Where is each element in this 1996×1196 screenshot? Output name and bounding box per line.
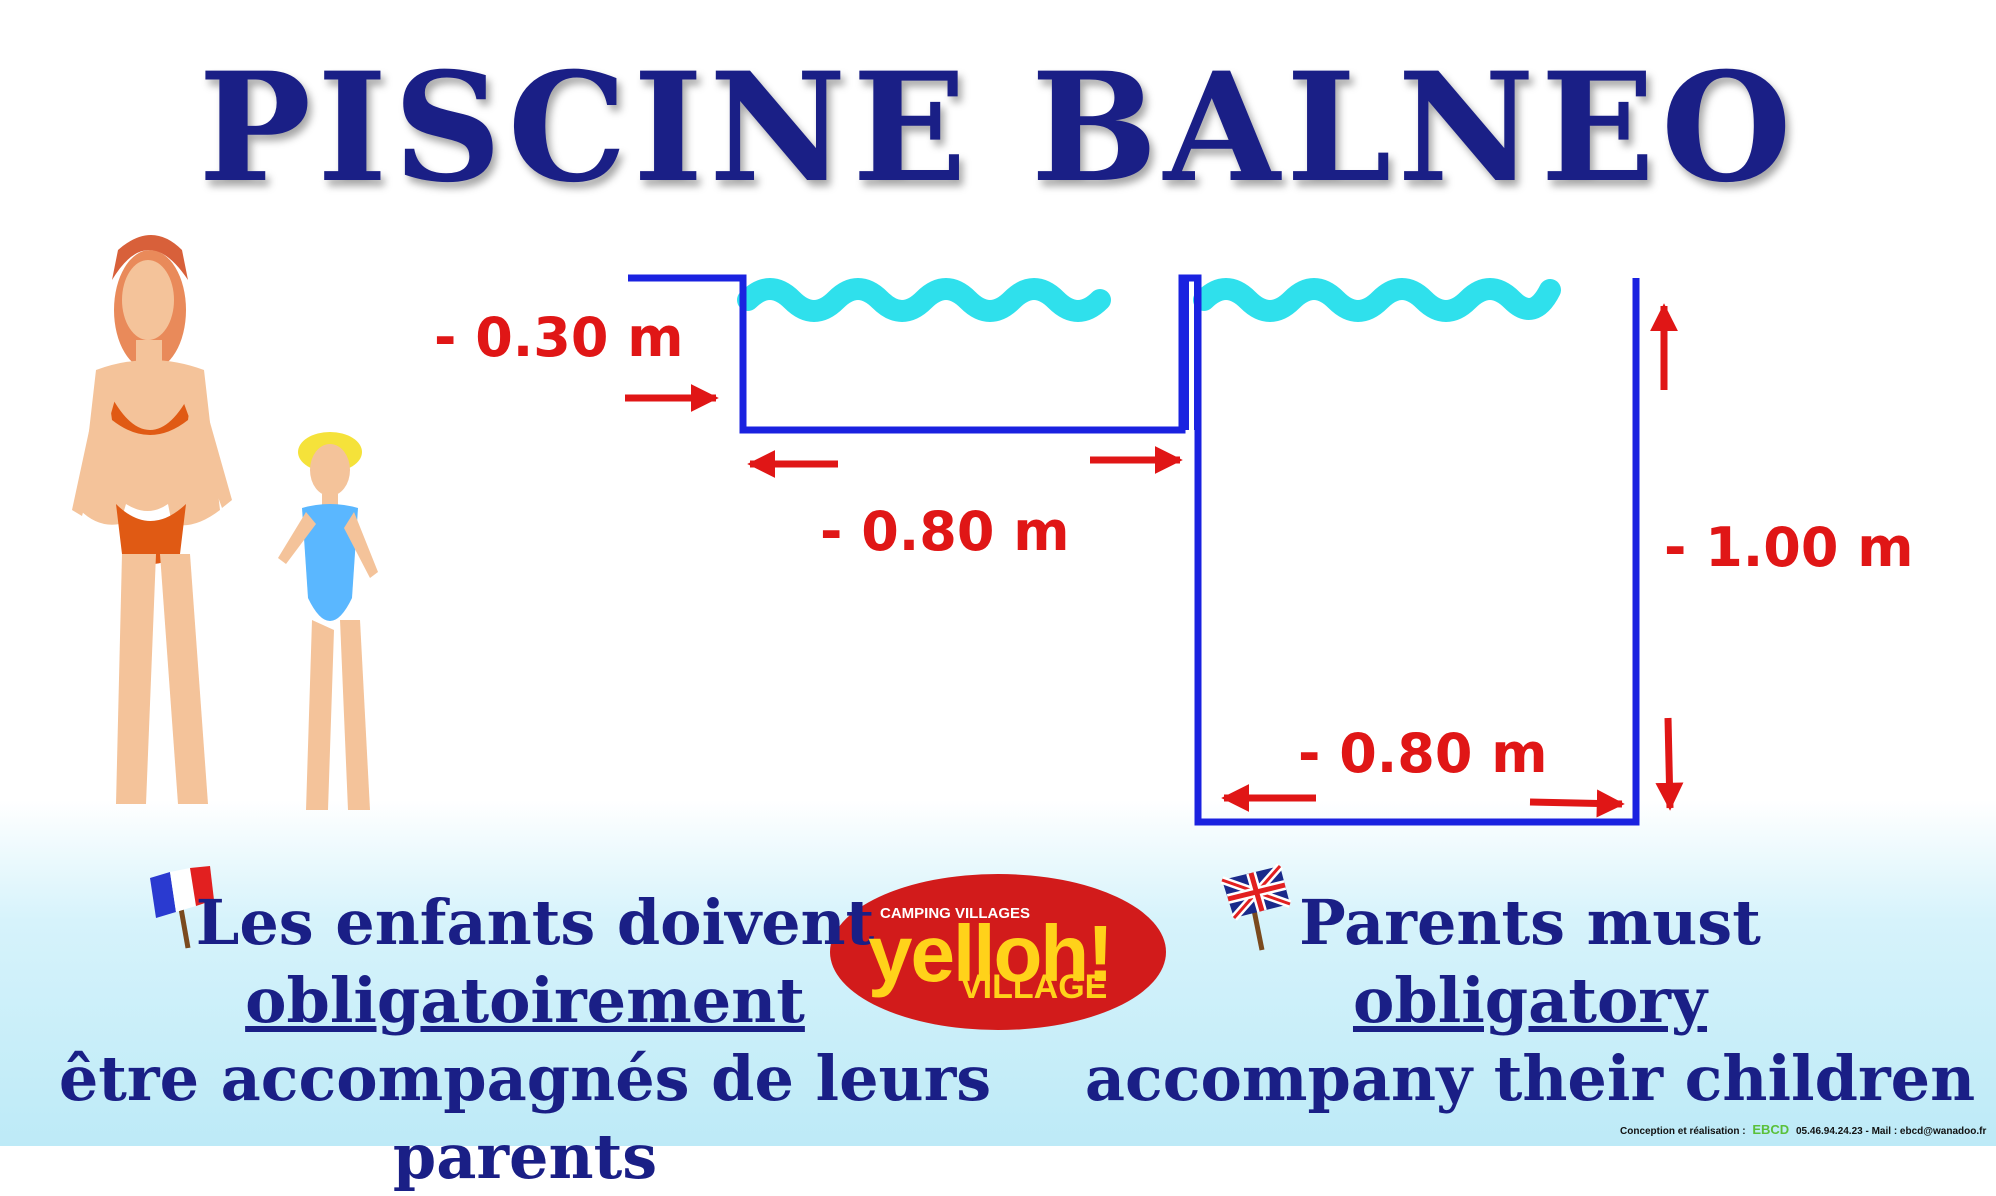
arrow-bottom-right	[1529, 789, 1625, 818]
middle-length-label: - 0.80 m	[820, 500, 1070, 563]
english-message: Parents must obligatory accompany their …	[1080, 884, 1980, 1118]
credits-contact: 05.46.94.24.23 - Mail : ebcd@wanadoo.fr	[1795, 1126, 1987, 1137]
french-line-3: être accompagnés de leurs parents	[58, 1042, 992, 1193]
uk-flag-icon	[1220, 863, 1292, 951]
water-wave-shallow	[737, 278, 1111, 322]
logo-main-text: yelloh!	[868, 909, 1114, 998]
mother-illustration	[72, 235, 232, 804]
english-line-2: obligatory	[1352, 964, 1708, 1037]
page-title: PISCINE BALNEO	[198, 40, 1798, 216]
english-line-3: accompany their children	[1084, 1042, 1976, 1115]
arrow-deep-down	[1655, 717, 1684, 811]
logo-small-text: CAMPING VILLAGES	[880, 905, 1031, 922]
french-flag-icon	[150, 866, 214, 949]
child-illustration	[278, 432, 378, 810]
shallow-depth-label: - 0.30 m	[434, 306, 684, 369]
credits-brand: EBCD	[1752, 1122, 1790, 1137]
deep-depth-label: - 1.00 m	[1664, 516, 1914, 579]
pool-outline	[628, 274, 1640, 826]
credits: Conception et réalisation : EBCD 05.46.9…	[1620, 1122, 1986, 1137]
french-line-1: Les enfants doivent	[195, 886, 875, 959]
logo-ellipse	[830, 874, 1166, 1030]
pool-depth-diagram	[72, 235, 1684, 1030]
french-line-2: obligatoirement	[245, 964, 805, 1037]
water-wave-deep	[1193, 278, 1561, 322]
deep-length-label: - 0.80 m	[1298, 722, 1548, 785]
logo-sub-text: VILLAGE	[960, 968, 1108, 1006]
english-line-1: Parents must	[1299, 886, 1761, 959]
credits-prefix: Conception et réalisation :	[1620, 1126, 1746, 1137]
